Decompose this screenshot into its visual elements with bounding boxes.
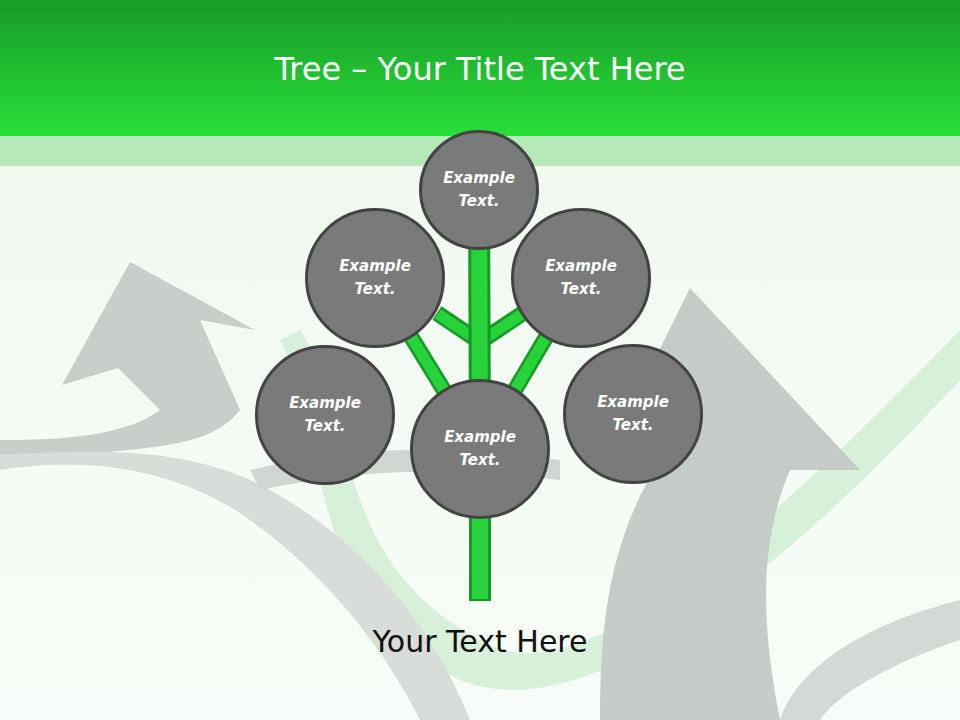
node-label: Example Text. — [326, 255, 424, 301]
circle-node: Example Text. — [410, 379, 550, 519]
circle-node: Example Text. — [563, 344, 703, 484]
circle-node: Example Text. — [305, 208, 445, 348]
circle-node: Example Text. — [255, 345, 395, 485]
node-label: Example Text. — [431, 426, 529, 472]
circle-shape — [511, 208, 651, 348]
node-label: Example Text. — [584, 391, 682, 437]
circle-shape — [563, 344, 703, 484]
circle-node: Example Text. — [511, 208, 651, 348]
circle-node: Example Text. — [419, 130, 539, 250]
circle-shape — [255, 345, 395, 485]
node-label: Example Text. — [276, 392, 374, 438]
circle-shape — [419, 130, 539, 250]
circle-shape — [305, 208, 445, 348]
branch-connector — [515, 337, 546, 389]
node-label: Example Text. — [532, 255, 630, 301]
circle-shape — [410, 379, 550, 519]
slide-title: Tree – Your Title Text Here — [0, 50, 960, 88]
slide-caption: Your Text Here — [0, 624, 960, 659]
branch-connector — [479, 249, 481, 380]
branch-connector — [411, 337, 444, 390]
node-label: Example Text. — [437, 167, 521, 213]
